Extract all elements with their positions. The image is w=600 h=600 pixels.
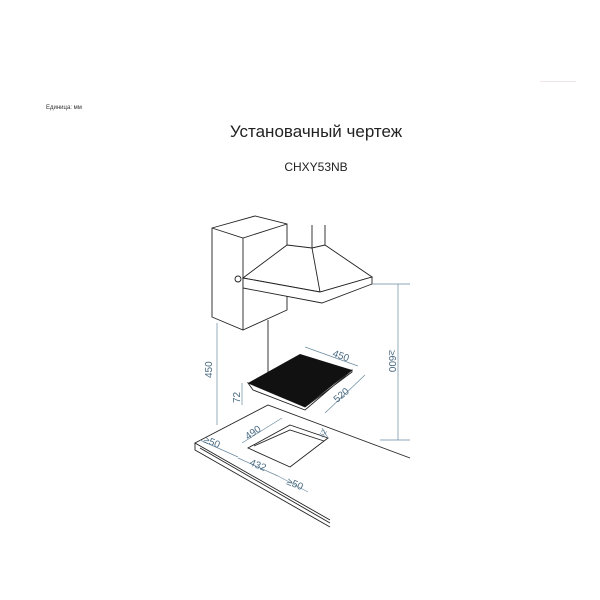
page-title: Установачный чертеж bbox=[229, 122, 403, 141]
dim-hood-clearance: ≥600 bbox=[386, 350, 397, 373]
units-label: Единица: мм bbox=[46, 105, 82, 111]
dim-front-margin: ≥50 bbox=[285, 477, 305, 494]
cooktop bbox=[246, 354, 353, 411]
header-rule bbox=[540, 81, 576, 82]
dim-cabinet-height: 450 bbox=[204, 361, 215, 378]
dim-back-margin: 52 bbox=[319, 429, 329, 439]
countertop bbox=[194, 404, 411, 528]
cutout bbox=[246, 424, 329, 468]
dim-cutout-width: 432 bbox=[248, 458, 268, 475]
dim-hob-depth: 520 bbox=[332, 386, 352, 405]
model-number: CHXY53NB bbox=[284, 160, 348, 174]
dim-cutout-depth: 490 bbox=[243, 424, 263, 443]
dimension-lines bbox=[199, 283, 410, 493]
dim-hob-height: 72 bbox=[232, 391, 243, 403]
